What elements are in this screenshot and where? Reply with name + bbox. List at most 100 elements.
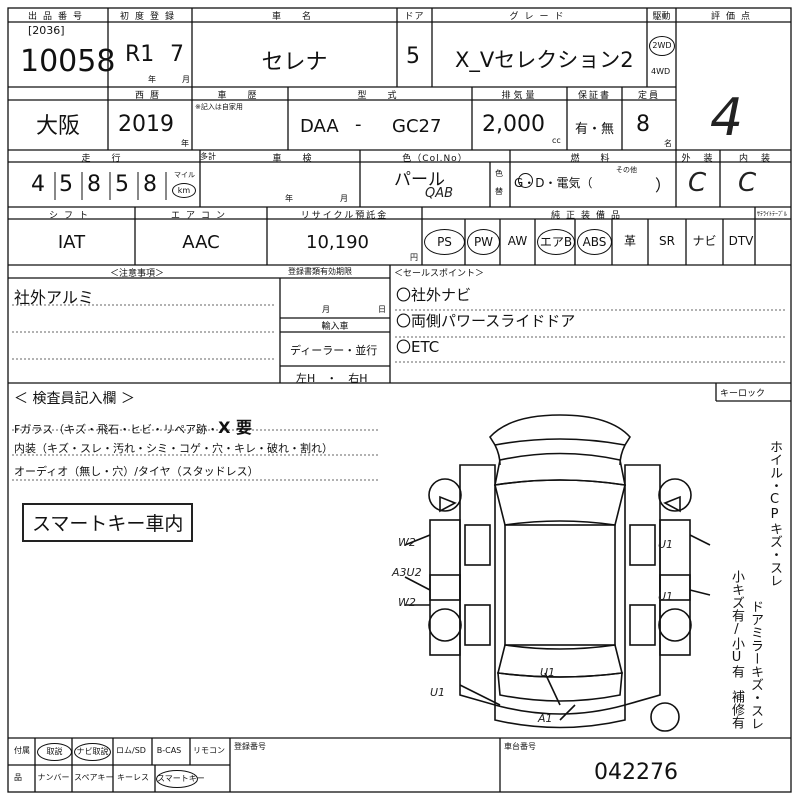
sales-point: 〇社外ナビ xyxy=(396,286,472,304)
capacity-label: 定員 xyxy=(637,91,660,101)
fuel-other: その他 xyxy=(616,166,637,174)
equipment-item: DTV xyxy=(728,234,754,248)
mark-rear-left: U1 xyxy=(430,686,446,699)
mark-left-mid: A3U2 xyxy=(392,566,422,579)
shift-value: IAT xyxy=(57,232,86,253)
accessory-item: B-CAS xyxy=(156,746,182,755)
mileage-unit-km: km xyxy=(172,183,196,198)
equipment-item: ナビ xyxy=(692,234,717,248)
recycle-label: リサイクル預託金 xyxy=(300,211,389,221)
equipment-label: 純正装備品 xyxy=(550,211,626,221)
first-reg-label: 初度登録 xyxy=(119,12,180,22)
glass-text: Fガラス（キズ・飛石・ヒビ・リペア跡・ xyxy=(14,423,219,436)
reg-no-label: 登録番号 xyxy=(234,742,266,751)
reg-month: 月 xyxy=(322,305,330,314)
history-note: ※記入は自家用 xyxy=(195,103,243,111)
reg-deadline-label: 登録書類有効期限 xyxy=(288,267,352,276)
fuel-options: G・D・電気（ xyxy=(514,176,593,190)
warranty-value: 有・無 xyxy=(575,122,615,137)
displacement: 2,000 xyxy=(482,112,545,137)
capacity: 8 xyxy=(636,112,650,137)
accessory-label-top: 付属 xyxy=(14,746,30,755)
meter-label: 多計 xyxy=(200,152,216,161)
accessory-item: ナビ取説 xyxy=(74,743,111,761)
model-dash: - xyxy=(355,114,362,135)
vertical-note-repair: 補修有 xyxy=(729,690,744,729)
mark-rear-center: U1 xyxy=(540,666,556,679)
year-unit: 年 xyxy=(148,75,156,84)
smart-key-note: スマートキー車内 xyxy=(22,503,194,542)
equipment-item: エアB xyxy=(537,229,575,255)
inspector-line-audio: オーディオ（無し・穴）/タイヤ（スタッドレス） xyxy=(14,465,259,478)
accessory-row-2: ナンバースペアキーキーレススマートキー xyxy=(35,765,230,792)
chassis-label: 車台番号 xyxy=(504,742,536,751)
keylock-label: キーロック xyxy=(720,389,766,399)
ac-value: AAC xyxy=(182,232,220,253)
grade-value: X_Vセレクション2 xyxy=(455,48,634,72)
first-reg-era: R1 xyxy=(125,42,155,67)
mileage-digit: 8 xyxy=(87,172,101,197)
mark-right-upper: U1 xyxy=(658,538,674,551)
vertical-note-mirror: ドアミラーキズ・スレ xyxy=(748,600,763,730)
score-label: 評価点 xyxy=(710,12,756,22)
car-name: セレナ xyxy=(261,50,328,75)
model-label: 型 式 xyxy=(357,91,403,101)
equipment-item: SR xyxy=(659,234,675,248)
door-label: ドア xyxy=(404,12,425,22)
lot-number: 10058 xyxy=(20,44,116,79)
glass-mark: X 要 xyxy=(218,418,253,437)
door-count: 5 xyxy=(406,44,420,69)
import-label: 輸入車 xyxy=(321,322,349,332)
drive-label: 駆動 xyxy=(652,12,671,22)
mark-right-lower: U1 xyxy=(658,590,674,603)
recycle-value: 10,190 xyxy=(306,232,369,253)
drive-4wd: 4WD xyxy=(651,67,671,76)
warranty-label: 保証書 xyxy=(577,91,611,101)
color-name: パール xyxy=(394,170,445,190)
vertical-note-wheel: ホイル・CPキズ・スレ xyxy=(767,440,782,587)
lot-label: 出品番号 xyxy=(27,12,88,22)
model-prefix: DAA xyxy=(300,116,339,137)
exterior-label: 外 装 xyxy=(681,154,715,164)
exterior-grade: C xyxy=(688,168,707,198)
accessory-item: 取説 xyxy=(37,743,72,761)
equipment-item: 革 xyxy=(623,234,636,248)
caution-label: ＜注意事項＞ xyxy=(110,269,165,279)
shift-label: シフト xyxy=(48,211,94,221)
mark-bottom: A1 xyxy=(538,712,553,725)
vertical-note-scratch: 小キズ有/小U有 xyxy=(729,570,744,678)
lot-sub-number: [2036] xyxy=(28,24,65,37)
grade-label: グレード xyxy=(509,12,570,22)
region: 大阪 xyxy=(36,114,81,139)
year-label: 西暦 xyxy=(134,91,165,101)
model-code: GC27 xyxy=(392,116,442,137)
accessory-item: ナンバー xyxy=(37,773,70,782)
ac-label: エアコン xyxy=(170,211,231,221)
fuel-g-circle xyxy=(518,173,533,188)
equipment-item: PW xyxy=(467,229,500,255)
accessory-item: キーレス xyxy=(117,773,149,782)
mileage-digit: 4 xyxy=(31,172,45,197)
color-change-bottom: 替 xyxy=(495,187,503,196)
sales-label: ＜セールスポイント＞ xyxy=(394,269,485,279)
equipment-item: PS xyxy=(424,229,465,255)
accessory-label-bottom: 品 xyxy=(14,773,22,782)
mileage-digit: 5 xyxy=(59,172,73,197)
import-dealer: ディーラー・並行 xyxy=(290,344,378,357)
color-change-top: 色 xyxy=(495,169,503,178)
fuel-close: ） xyxy=(655,176,672,195)
inspection-year-unit: 年 xyxy=(285,194,293,203)
car-diagram xyxy=(404,414,711,732)
equipment-item: AW xyxy=(507,234,528,248)
model-year: 2019 xyxy=(118,112,174,137)
sales-point: 〇両側パワースライドドア xyxy=(396,312,576,330)
fuel-label: 燃 料 xyxy=(570,154,616,164)
car-name-label: 車 名 xyxy=(271,12,317,22)
score-value: 4 xyxy=(710,88,744,148)
accessory-item: スマートキー xyxy=(156,770,205,788)
accessory-item: リモコン xyxy=(193,746,225,755)
equipment-item: ABS xyxy=(577,229,612,255)
